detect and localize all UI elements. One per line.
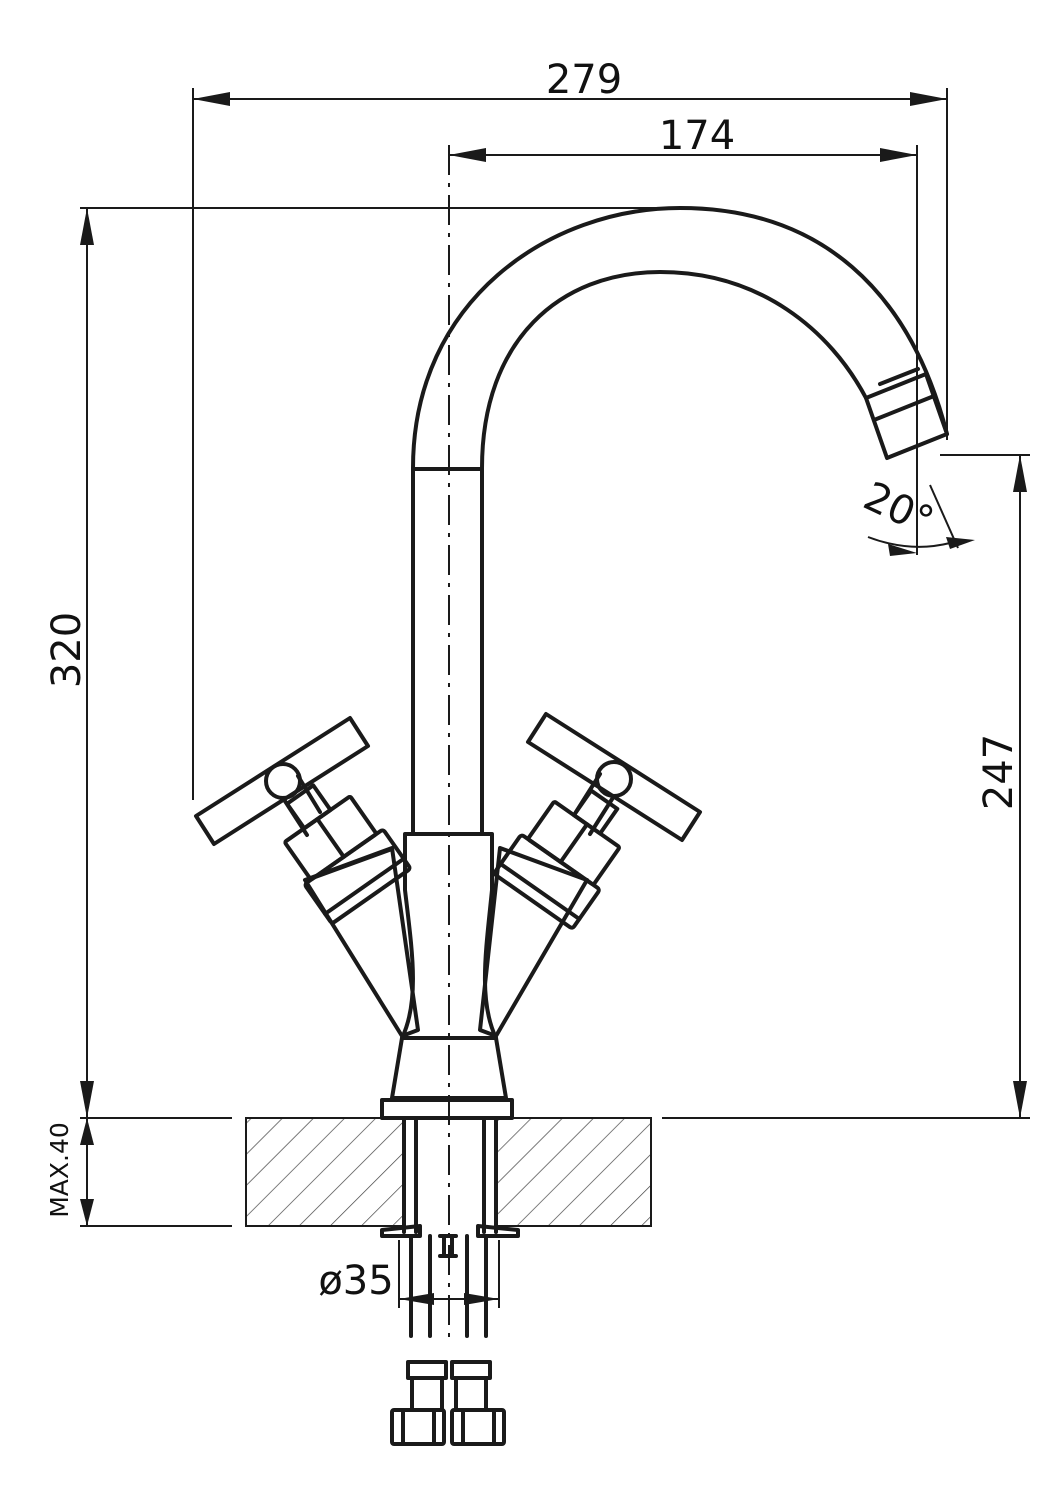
hose-connector-left bbox=[390, 1360, 448, 1446]
dimension-overall-width: 279 bbox=[192, 57, 948, 800]
spout bbox=[411, 206, 949, 834]
right-cross-handle[interactable] bbox=[526, 712, 702, 842]
countertop-section bbox=[245, 1117, 652, 1227]
dimension-swivel-angle: 20° bbox=[857, 462, 975, 556]
hose-connector-right bbox=[450, 1360, 506, 1446]
spout-height-label: 247 bbox=[976, 734, 1022, 810]
dimension-spout-height: 247 bbox=[940, 454, 1030, 1118]
left-handle[interactable] bbox=[261, 767, 412, 925]
hole-diameter-label: ø35 bbox=[318, 1258, 393, 1304]
supply-hoses bbox=[409, 1234, 488, 1338]
right-valve-body bbox=[478, 846, 589, 1038]
left-cross-handle[interactable] bbox=[194, 716, 370, 846]
spout-reach-label: 174 bbox=[659, 113, 735, 159]
dimension-max-thickness: MAX.40 bbox=[45, 1118, 94, 1226]
dimension-spout-reach: 174 bbox=[449, 113, 918, 470]
dimension-hole-diameter: ø35 bbox=[318, 1240, 500, 1308]
spout-aerator bbox=[864, 367, 949, 460]
max-thickness-label: MAX.40 bbox=[45, 1122, 74, 1218]
mounting-nut bbox=[380, 1224, 520, 1258]
overall-height-label: 320 bbox=[44, 612, 90, 688]
dimension-overall-height: 320 bbox=[44, 207, 690, 1118]
swivel-angle-label: 20° bbox=[857, 473, 941, 545]
mounting-shank bbox=[402, 1116, 498, 1234]
overall-width-label: 279 bbox=[546, 57, 622, 103]
countertop-reference-line bbox=[80, 1117, 1030, 1227]
